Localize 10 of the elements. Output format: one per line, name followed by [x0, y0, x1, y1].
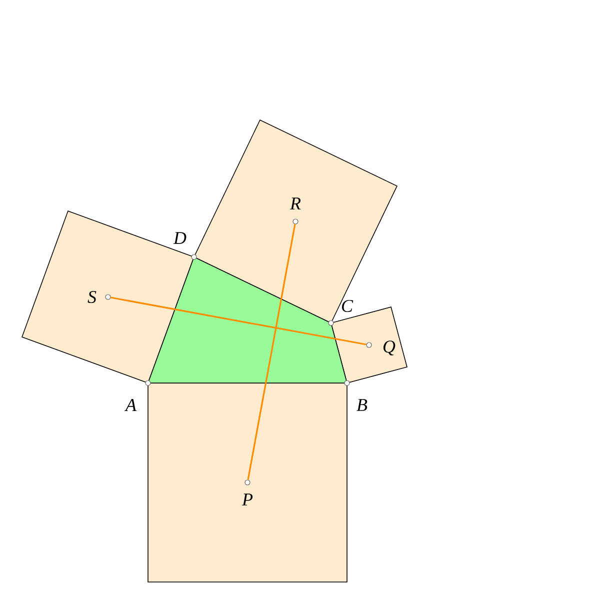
point-label: R: [290, 198, 301, 210]
segment: [110, 296, 366, 346]
point-label: S: [88, 290, 96, 304]
segment: [247, 224, 296, 480]
point-label: A: [124, 399, 137, 411]
point-label: D: [173, 232, 186, 244]
point-label: B: [356, 399, 368, 411]
point-label: P: [242, 494, 253, 506]
point-label: Q: [384, 340, 396, 356]
point-label: C: [342, 300, 354, 312]
